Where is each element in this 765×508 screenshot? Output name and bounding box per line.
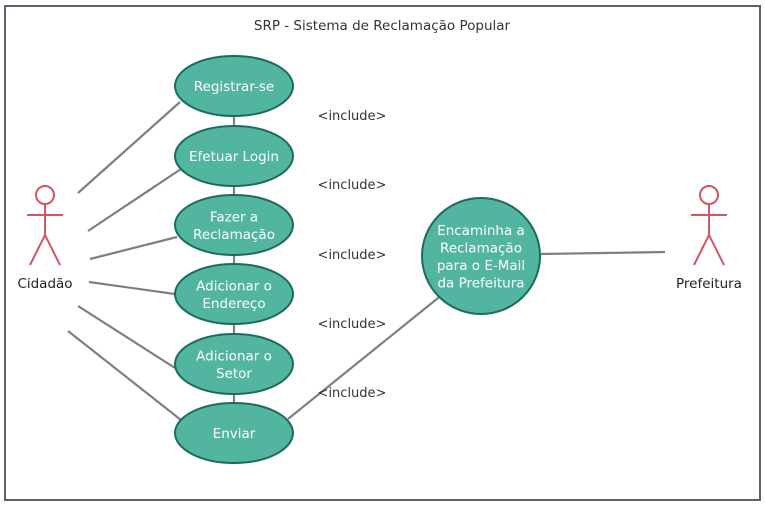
actor-prefeitura[interactable]: Prefeitura [676, 185, 742, 292]
association-lines [67, 101, 666, 421]
association-cidadao-login [87, 168, 182, 232]
use-case-ellipse [174, 125, 294, 187]
use-case-label: Reclamação [440, 240, 522, 256]
use-case-label: Enviar [213, 426, 256, 442]
use-case-reclamacao[interactable]: Fazer a Reclamação [174, 194, 294, 256]
actor-label: Cidadão [17, 276, 72, 292]
use-case-ellipse [174, 333, 294, 395]
use-case-label: Registrar-se [194, 79, 274, 95]
include-label: <include> [318, 109, 387, 124]
association-cidadao-setor [77, 305, 176, 369]
use-case-label: Efetuar Login [189, 149, 279, 165]
association-enviar-encaminha [287, 293, 444, 420]
actors: Cidadão Prefeitura [17, 185, 742, 292]
use-case-ellipse [174, 263, 294, 325]
use-case-label: Setor [216, 366, 252, 382]
use-case-endereco[interactable]: Adicionar o Endereço [174, 263, 294, 325]
include-label: <include> [318, 248, 387, 263]
association-cidadao-enviar [67, 330, 182, 421]
include-relations: <include> <include> <include> <include> <inc… [232, 109, 387, 403]
use-case-label: Fazer a [210, 209, 258, 225]
use-case-setor[interactable]: Adicionar o Setor [174, 333, 294, 395]
use-case-label: Adicionar o [196, 348, 272, 364]
use-case-label: Endereço [202, 296, 265, 312]
system-title: SRP - Sistema de Reclamação Popular [254, 18, 511, 34]
include-label: <include> [318, 317, 387, 332]
association-cidadao-reclamacao [89, 235, 178, 261]
use-case-login[interactable]: Efetuar Login [174, 125, 294, 187]
actor-icon [691, 185, 727, 266]
include-label: <include> [318, 178, 387, 193]
use-case-label: Encaminha a [437, 223, 525, 239]
include-label: <include> [318, 386, 387, 401]
association-cidadao-registrar [77, 101, 181, 194]
use-case-ellipse [421, 197, 541, 315]
use-case-enviar[interactable]: Enviar [174, 402, 294, 464]
use-case-label: para o E-Mail [437, 258, 525, 274]
use-case-ellipse [174, 194, 294, 256]
use-case-label: da Prefeitura [437, 275, 524, 291]
association-encaminha-prefeitura [540, 250, 666, 256]
use-case-ellipse [174, 402, 294, 464]
use-case-registrar[interactable]: Registrar-se [174, 55, 294, 117]
use-case-label: Reclamação [193, 227, 275, 243]
actor-icon [27, 185, 63, 266]
use-case-label: Adicionar o [196, 278, 272, 294]
actor-cidadao[interactable]: Cidadão [17, 185, 73, 292]
association-cidadao-endereco [88, 280, 176, 296]
actor-label: Prefeitura [676, 276, 742, 292]
use-case-ellipse [174, 55, 294, 117]
